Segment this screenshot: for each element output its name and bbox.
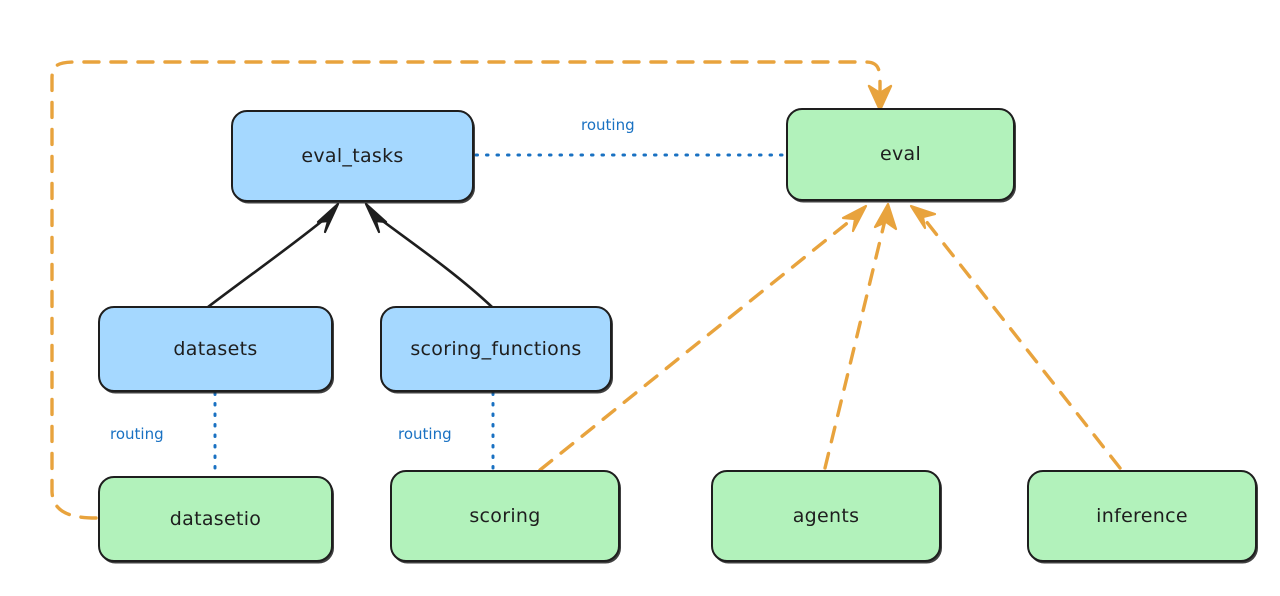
edge-datasetio-to-eval (50, 60, 893, 520)
edge-label-routing-scoring-functions-scoring: routing (398, 425, 452, 443)
node-label: datasetio (169, 507, 262, 530)
node-label: agents (792, 504, 860, 527)
node-label: eval (879, 143, 922, 165)
node-inference[interactable]: inference (1027, 470, 1257, 562)
node-scoring-functions[interactable]: scoring_functions (380, 306, 612, 392)
node-scoring[interactable]: scoring (390, 470, 620, 562)
node-agents[interactable]: agents (711, 470, 941, 562)
node-label: datasets (173, 337, 258, 360)
node-label: inference (1096, 504, 1188, 527)
edge-inference-to-eval (909, 204, 1122, 470)
node-eval-tasks[interactable]: eval_tasks (231, 110, 474, 202)
node-label: scoring (469, 504, 541, 527)
node-eval[interactable]: eval (786, 108, 1015, 201)
edge-scoring-functions-to-eval-tasks (364, 202, 494, 309)
edge-agents-to-eval (823, 202, 898, 470)
node-datasets[interactable]: datasets (98, 306, 333, 392)
edge-label-routing-eval-tasks-eval: routing (581, 116, 635, 134)
node-label: eval_tasks (301, 144, 404, 167)
edge-datasets-to-eval-tasks (206, 202, 340, 309)
edge-scoring-to-eval (538, 204, 868, 472)
node-datasetio[interactable]: datasetio (98, 476, 333, 562)
edge-label-routing-datasets-datasetio: routing (110, 425, 164, 443)
node-label: scoring_functions (410, 337, 582, 360)
